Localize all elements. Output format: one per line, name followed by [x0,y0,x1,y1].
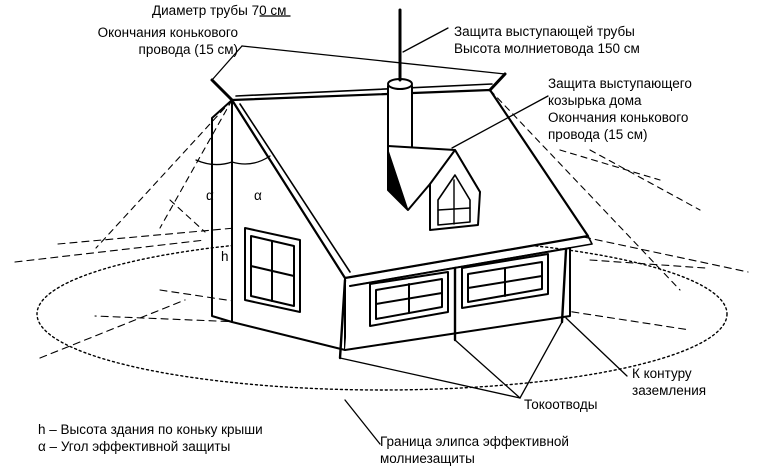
ground-contour-line2: заземления [632,383,707,398]
pipe-diameter-label: Диаметр трубы 70 см [152,3,287,18]
alpha-symbol-right: α [254,188,262,203]
ground-axis-lines [14,227,749,359]
angle-arc-right [231,155,271,165]
canopy-protection-line2: козырька дома [548,93,642,108]
down-conductor-right [560,248,568,324]
down-conductor-left [338,278,347,360]
pipe-protection-line1: Защита выступающей трубы [454,24,635,39]
ellipse-boundary-line2: молниезащиты [380,451,475,466]
ellipse-boundary-label: Граница элипса эффективной молниезащиты [380,433,569,467]
dormer-window [437,174,471,226]
ridge-ends-left-line2: провода (15 см) [138,42,238,57]
ridge-tip-left [210,78,234,102]
ridge-ends-left-line1: Окончания конькового [97,25,238,40]
dormer-shade [387,149,409,211]
gable-window [244,227,301,313]
ground-contour-label: К контуру заземления [632,365,706,399]
legend-alpha: α – Угол эффективной защиты [38,439,231,454]
legend: h – Высота здания по коньку крыши α – Уг… [38,421,263,455]
legend-h: h – Высота здания по коньку крыши [38,422,263,437]
alpha-symbol-left: α [206,188,214,203]
canopy-protection-label: Защита выступающего козырька дома Оконча… [548,75,692,143]
down-conductors-label: Токоотводы [524,397,598,412]
front-window-left [369,271,449,327]
canopy-protection-line4: провода (15 см) [548,127,648,142]
ground-contour-line1: К контуру [632,366,692,381]
front-window-right [461,253,549,309]
height-symbol: h [221,249,229,264]
leader-lines [211,15,628,445]
angle-arc-left [195,159,233,166]
ellipse-boundary-line1: Граница элипса эффективной [380,434,569,449]
chimney-pipe [387,85,413,151]
ridge-line [235,83,493,97]
ridge-tip-right [488,72,507,92]
ridge-ends-left-label: Окончания конькового провода (15 см) [36,24,238,58]
roof-gable-edge [239,103,351,273]
pipe-protection-label: Защита выступающей трубы Высота молнието… [454,23,640,57]
canopy-protection-line1: Защита выступающего [548,76,692,91]
canopy-protection-line3: Окончания конькового [548,110,689,125]
left-wall-edge [211,99,233,323]
pipe-protection-line2: Высота молниетовода 150 см [454,41,640,56]
